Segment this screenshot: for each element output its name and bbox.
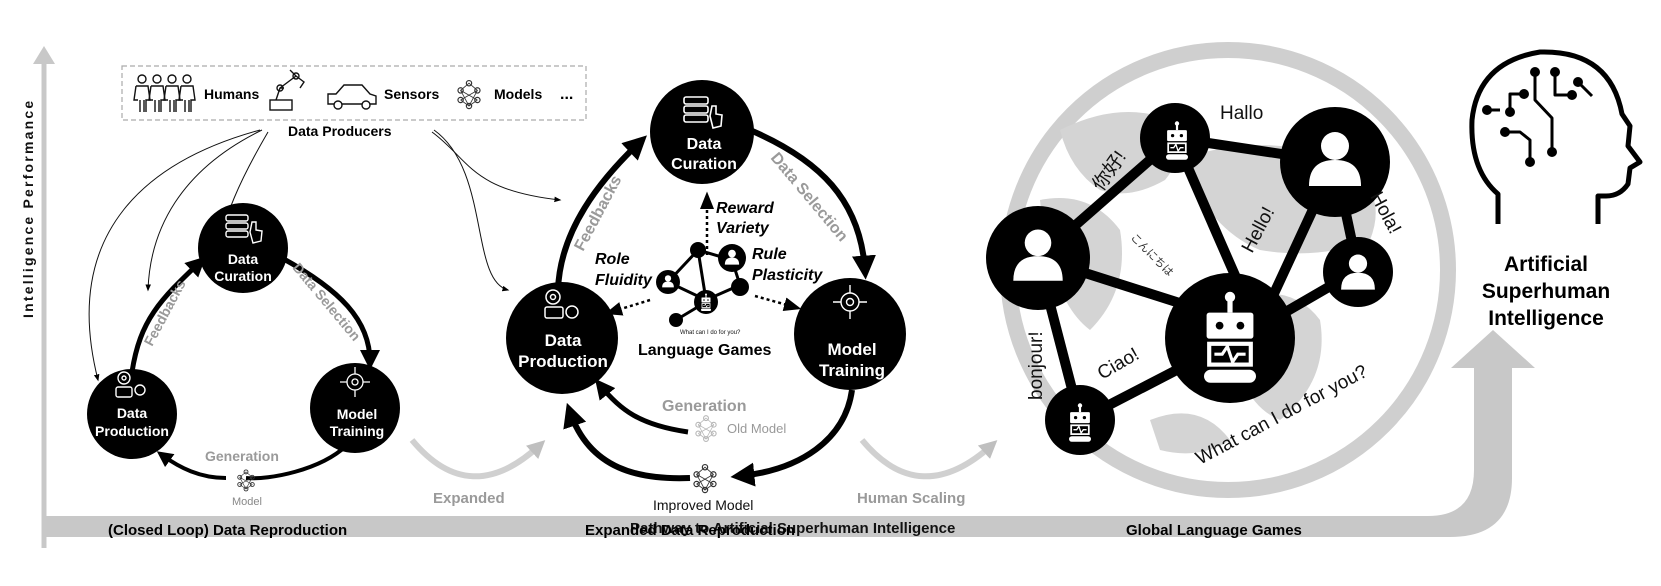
loop2-caption: Expanded Data Reproduction [585,522,795,539]
global-node-robot-top [1140,103,1210,173]
loop1-training-line2: Training [330,423,384,439]
old-model-icon [695,415,717,442]
humans-label: Humans [204,86,259,102]
gears-icon [115,371,146,398]
role-line2: Fluidity [595,272,653,289]
sensor-car-icon [327,84,377,110]
loop1-caption: (Closed Loop) Data Reproduction [108,522,347,539]
expanded-transition: Expanded [409,438,546,507]
loop2-generation: Generation [662,398,746,415]
pathway-band: Pathway to Artificial Superhuman Intelli… [44,330,1535,537]
loop2-curation-line2: Curation [671,156,737,173]
global-node-person-right [1323,237,1393,307]
reward-line1: Reward [716,200,775,217]
loop1-training-line1: Model [337,406,377,422]
pathway-label: Pathway to Artificial Superhuman Intelli… [630,520,955,537]
greeting-konnichiwa: こんにちは [1128,231,1176,279]
loop1-production-node: Data Production [87,369,177,459]
human-scaling-transition: Human Scaling [857,438,998,507]
loop2-training-line2: Training [819,361,885,380]
expanded-cycle: Feedbacks Data Selection Generation Old … [506,80,906,539]
brain-chip-icon [340,367,370,397]
loop1-production-line2: Production [95,423,169,439]
loop2-training-line1: Model [827,340,876,359]
loop1-training-node: Model Training [310,363,400,453]
global-caption: Global Language Games [1126,522,1302,539]
closed-loop-cycle: Feedbacks Data Selection Generation Mode… [87,203,400,539]
asi-label-line3: Intelligence [1488,307,1604,330]
greeting-hallo: Hallo [1220,103,1263,124]
loop2-arrows [555,127,876,487]
asi-label-line1: Artificial [1504,253,1588,276]
loop1-production-line1: Data [117,405,148,421]
mini-language-network: What can I do for you? [656,242,749,336]
producer-arrows [88,129,562,382]
loop2-production-node: Data Production [506,282,618,394]
loop2-production-line1: Data [545,331,582,350]
models-icon [457,79,481,110]
improved-model-label: Improved Model [653,497,753,513]
models-label: Models [494,86,542,102]
improved-model-icon [693,463,717,494]
global-node-robot-bottom [1045,385,1115,455]
loop2-dotted-arrows [604,191,802,316]
reward-line2: Variety [716,220,770,237]
loop1-curation-line1: Data [228,251,259,267]
loop1-curation-line2: Curation [214,268,272,284]
y-axis-label: Intelligence Performance [20,99,36,318]
database-icon [225,214,263,244]
humans-icon [133,74,196,112]
database-icon [683,96,723,129]
global-node-person-left [986,206,1090,310]
loop1-selection: Data Selection [290,260,364,344]
human-scaling-label: Human Scaling [857,490,965,507]
more-ellipsis: ... [560,86,573,103]
expanded-label: Expanded [433,490,505,507]
rule-line1: Rule [752,246,787,263]
greeting-bonjour: bonjour! [1026,331,1047,400]
sensors-label: Sensors [384,86,439,102]
greeting-ciao: Ciao! [1094,344,1143,384]
loop2-production-line2: Production [518,352,608,371]
language-games-label: Language Games [638,342,771,359]
asi-label-line2: Superhuman [1482,280,1610,303]
old-model-label: Old Model [727,421,786,436]
loop2-curation-node: Data Curation [650,80,754,184]
producers-box [121,65,587,121]
performance-axis: Intelligence Performance [20,46,55,548]
loop1-generation: Generation [205,448,279,464]
loop1-curation-node: Data Curation [198,203,288,293]
brain-chip-icon [833,285,867,319]
mini-network-caption: What can I do for you? [680,330,741,336]
gears-icon [544,289,579,319]
global-language-games: Hallo 你好! Hello! Hola! こんにちは bonjour! Ci… [986,42,1456,539]
loop1-model-icon [237,469,255,492]
asi-head-icon [1469,49,1643,224]
loop2-training-node: Model Training [794,278,906,390]
role-line1: Role [595,251,630,268]
global-node-person-topright [1280,107,1390,217]
data-producers-title: Data Producers [288,123,392,139]
robot-arm-icon [269,69,305,111]
loop2-curation-line1: Data [687,136,722,153]
rule-line2: Plasticity [752,267,823,284]
loop1-model-label: Model [232,496,262,508]
data-producers: Humans Sensors Models ... Data Producers [88,65,587,382]
global-node-robot-center [1165,273,1295,403]
